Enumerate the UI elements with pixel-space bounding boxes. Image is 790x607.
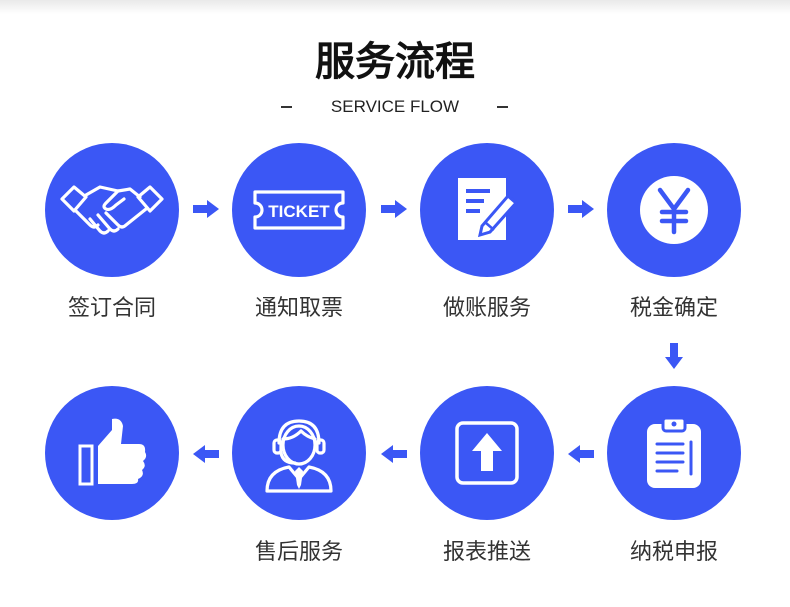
arrow-right-3 [568, 200, 594, 222]
step-label-after-sales: 售后服务 [254, 540, 343, 565]
subtitle-dash-left [281, 106, 292, 108]
step-label-sign-contract: 签订合同 [67, 296, 156, 321]
step-circle-after-sales [232, 386, 366, 520]
step-label-notify-ticket: 通知取票 [254, 296, 343, 321]
step-circle-bookkeeping [420, 143, 554, 277]
arrow-right-1 [193, 200, 219, 222]
step-label-bookkeeping: 做账服务 [442, 296, 531, 321]
arrow-left-2 [381, 445, 407, 467]
clipboard-icon [647, 416, 701, 488]
step-circle-thumbs-up [45, 386, 179, 520]
page-title: 服务流程 [315, 39, 475, 85]
ticket-icon: TICKET [253, 190, 345, 230]
customer-service-icon [265, 419, 333, 493]
step-circle-tax-filing [607, 386, 741, 520]
arrow-left-1 [568, 445, 594, 467]
document-pen-icon [458, 178, 519, 240]
step-circle-notify-ticket: TICKET [232, 143, 366, 277]
step-label-report-push: 报表推送 [442, 540, 531, 565]
thumbs-up-icon [78, 418, 147, 486]
subtitle-dash-right [497, 106, 508, 108]
upload-arrow-icon [455, 421, 519, 485]
ticket-text: TICKET [268, 202, 330, 221]
step-circle-sign-contract [45, 143, 179, 277]
step-label-tax-confirm: 税金确定 [629, 296, 718, 321]
step-circle-report-push [420, 386, 554, 520]
arrow-right-2 [381, 200, 407, 222]
arrow-left-3 [193, 445, 219, 467]
yuan-coin-icon [640, 176, 708, 244]
step-label-tax-filing: 纳税申报 [629, 540, 718, 565]
handshake-icon [60, 185, 164, 235]
arrow-down [665, 343, 683, 373]
page-subtitle: SERVICE FLOW [330, 97, 460, 116]
top-shadow [0, 0, 790, 14]
step-circle-tax-confirm [607, 143, 741, 277]
